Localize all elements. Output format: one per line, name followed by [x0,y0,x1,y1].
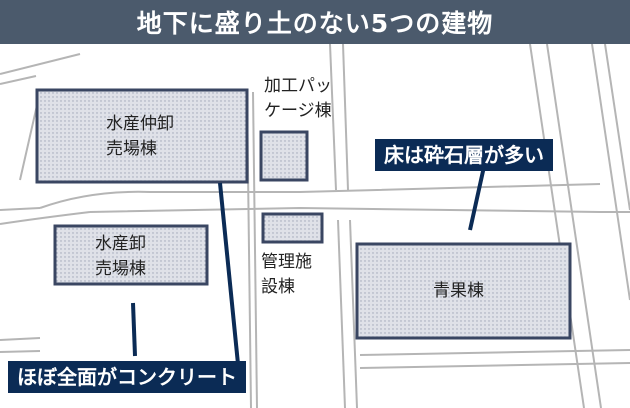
label-naka-oroshi: 水産仲卸 売場棟 [106,112,174,162]
road-line [0,207,41,211]
road-line [337,219,346,408]
leader-line-gravel [468,161,487,231]
label-kanri-shisetsu: 管理施 設棟 [261,250,312,300]
title-bar: 地下に盛り土のない5つの建物 [0,0,630,44]
label-line: 水産卸 [95,234,146,254]
road-line [0,350,41,353]
road-line [89,206,630,213]
label-kako-package: 加工パッ ケージ棟 [264,74,332,124]
callout-gravel: 床は砕石層が多い [375,139,553,171]
road-line [342,43,349,191]
building-suisan-oroshi [53,224,209,286]
building-seika [355,242,572,340]
road-line [546,43,602,408]
road-line [604,43,630,211]
label-seika: 青果棟 [433,279,484,304]
building-kanri-shisetsu [261,212,324,244]
leader-line-concrete-a [218,182,240,365]
road-line [39,183,601,209]
leader-line-concrete-b [131,302,137,357]
label-line: 売場棟 [95,259,146,279]
road-line [0,211,91,225]
road-line [0,337,41,341]
leader-lines [131,161,487,365]
road-line [252,91,258,408]
road-line [591,43,630,301]
road-line [359,362,630,369]
building-naka-oroshi [35,88,249,184]
label-line: 青果棟 [433,281,484,301]
road-line [349,219,358,408]
label-line: 管理施 [261,252,312,272]
road-line [0,53,81,75]
road-line [329,43,337,191]
label-suisan-oroshi: 水産卸 売場棟 [95,232,146,282]
label-line: 加工パッ [264,76,332,96]
buildings [35,88,572,340]
road-line [359,349,630,356]
label-line: 水産仲卸 [106,114,174,134]
building-kako-package [259,130,309,182]
road-line [529,43,585,408]
callout-concrete: ほぼ全面がコンクリート [8,361,246,393]
label-line: 売場棟 [106,139,157,159]
map-title: 地下に盛り土のない5つの建物 [136,9,494,38]
label-line: ケージ棟 [264,101,332,121]
road-line [0,75,37,85]
label-line: 設棟 [261,277,295,297]
